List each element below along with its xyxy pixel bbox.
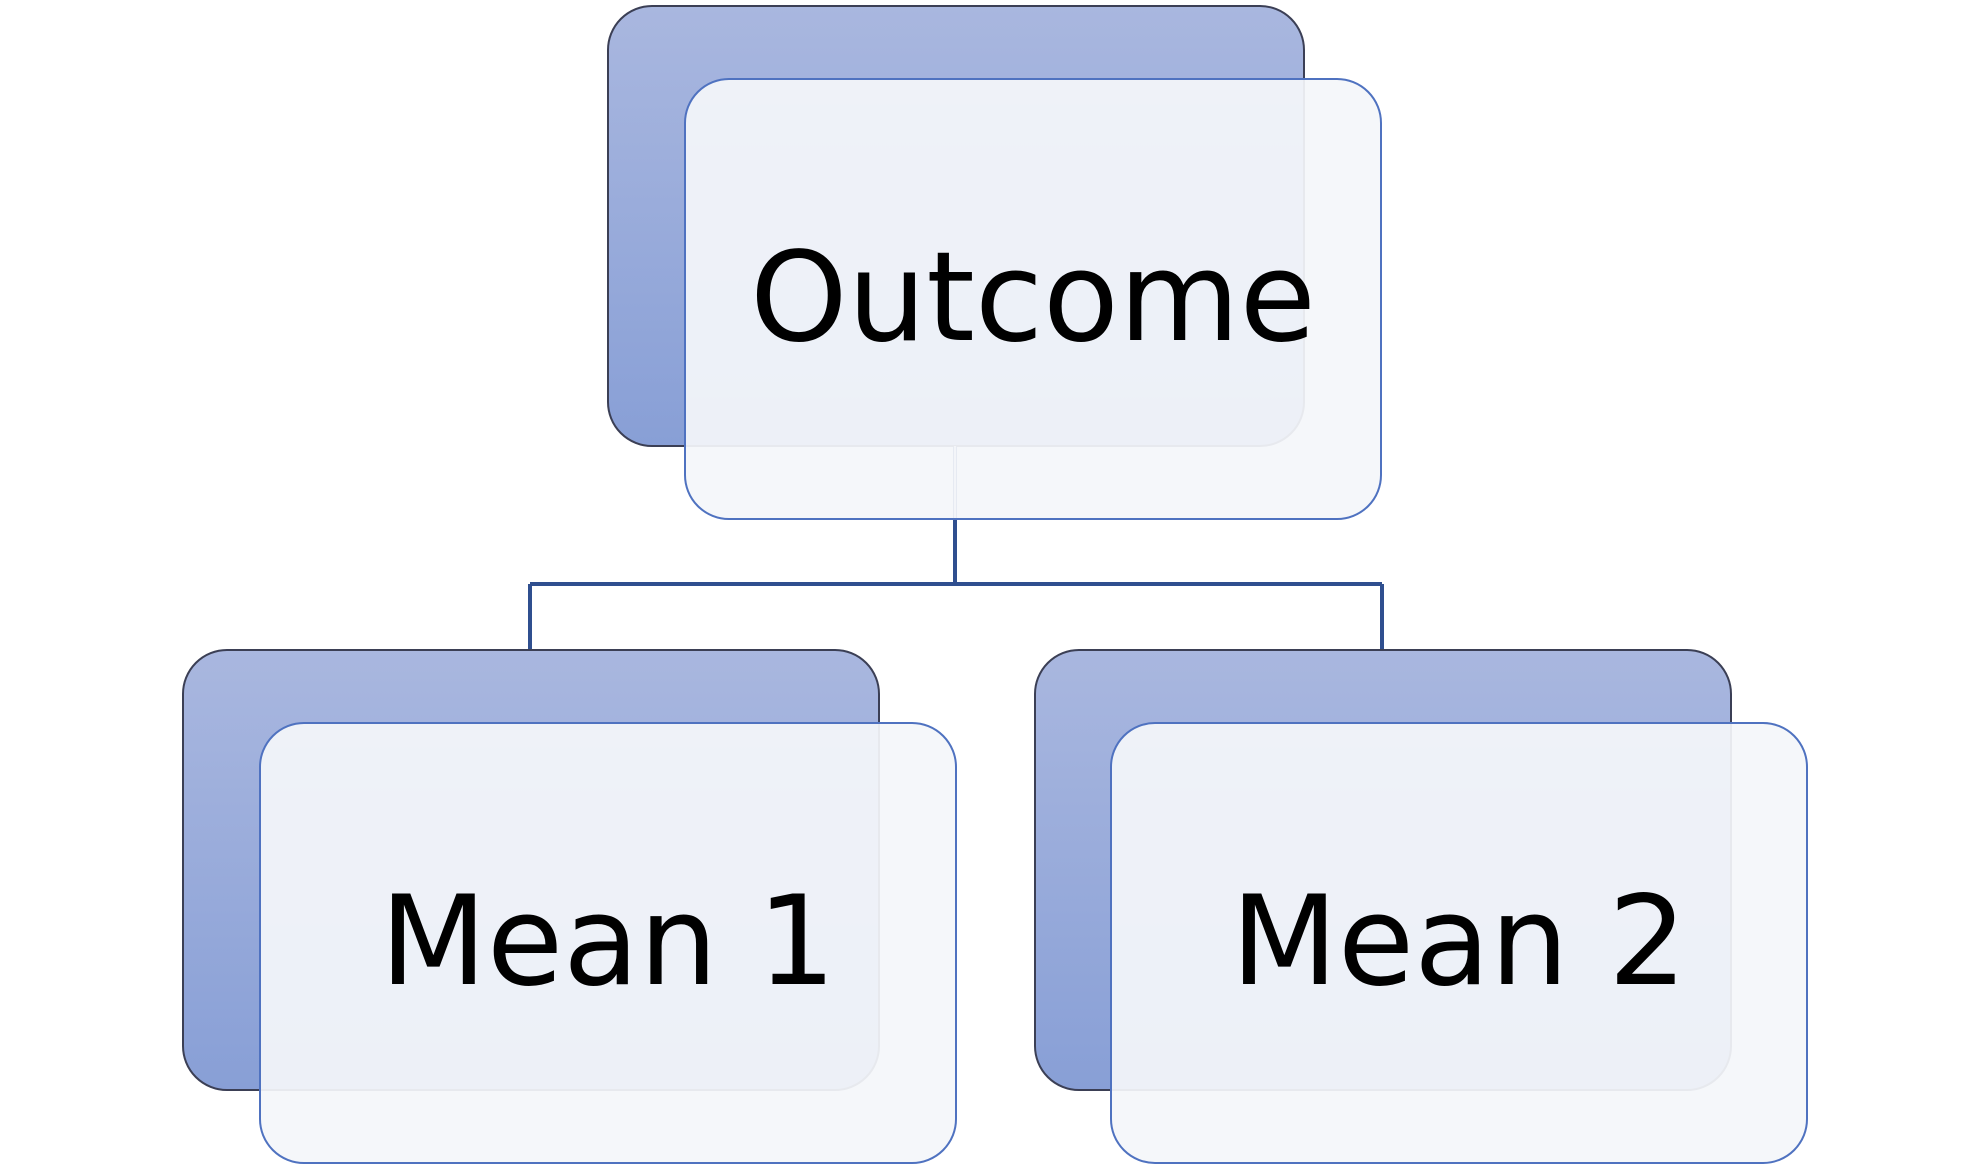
node-outcome: Outcome (607, 5, 1382, 520)
node-mean-2-front-card (1110, 722, 1808, 1164)
node-outcome-label: Outcome (750, 226, 1316, 370)
node-mean-1: Mean 1 (182, 649, 957, 1164)
node-mean-2-label: Mean 2 (1231, 870, 1687, 1014)
node-outcome-front-card (684, 78, 1382, 520)
node-mean-2: Mean 2 (1034, 649, 1808, 1164)
node-mean-1-front-card (259, 722, 957, 1164)
node-mean-1-label: Mean 1 (380, 870, 836, 1014)
